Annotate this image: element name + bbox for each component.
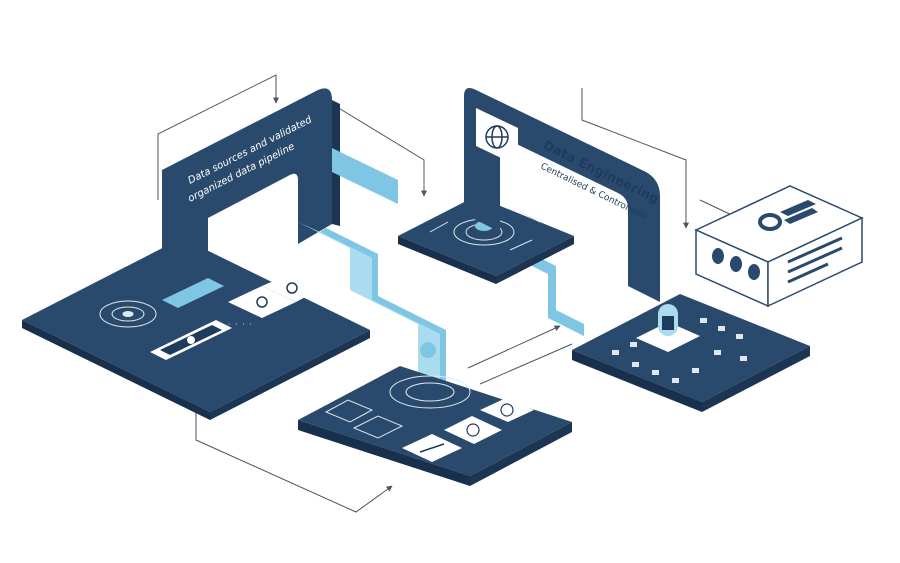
connector-middle-b — [479, 343, 573, 385]
bottom-platform[interactable] — [298, 342, 572, 486]
connector-top-mid — [331, 103, 427, 197]
network-icon — [429, 211, 541, 251]
left-platform-caption: · · · · · — [220, 321, 253, 328]
brain-icon — [444, 398, 534, 444]
connector-bottom-left — [195, 392, 393, 513]
grid-icon — [612, 318, 747, 383]
connector-top-right — [581, 88, 689, 229]
right-platform[interactable] — [572, 294, 810, 412]
graph-icon — [402, 434, 462, 462]
shield-icon — [352, 415, 404, 439]
monitor-icon — [150, 320, 232, 360]
server-box-icon — [694, 185, 864, 308]
chip-icon — [636, 304, 700, 352]
target-icon — [99, 300, 157, 328]
flow-ribbon-top — [332, 148, 398, 204]
engine-panel — [464, 88, 660, 302]
left-platform[interactable]: · · · · · — [22, 238, 370, 420]
cloud-image-icon — [262, 274, 322, 302]
globe-icon — [485, 125, 509, 149]
center-platform[interactable] — [398, 196, 574, 284]
people-icon — [324, 399, 374, 423]
flow-step-left — [162, 278, 224, 308]
connector-lines — [157, 74, 739, 513]
connector-top-left — [157, 74, 279, 200]
target-icon — [389, 342, 471, 409]
connector-middle-a — [467, 325, 561, 369]
